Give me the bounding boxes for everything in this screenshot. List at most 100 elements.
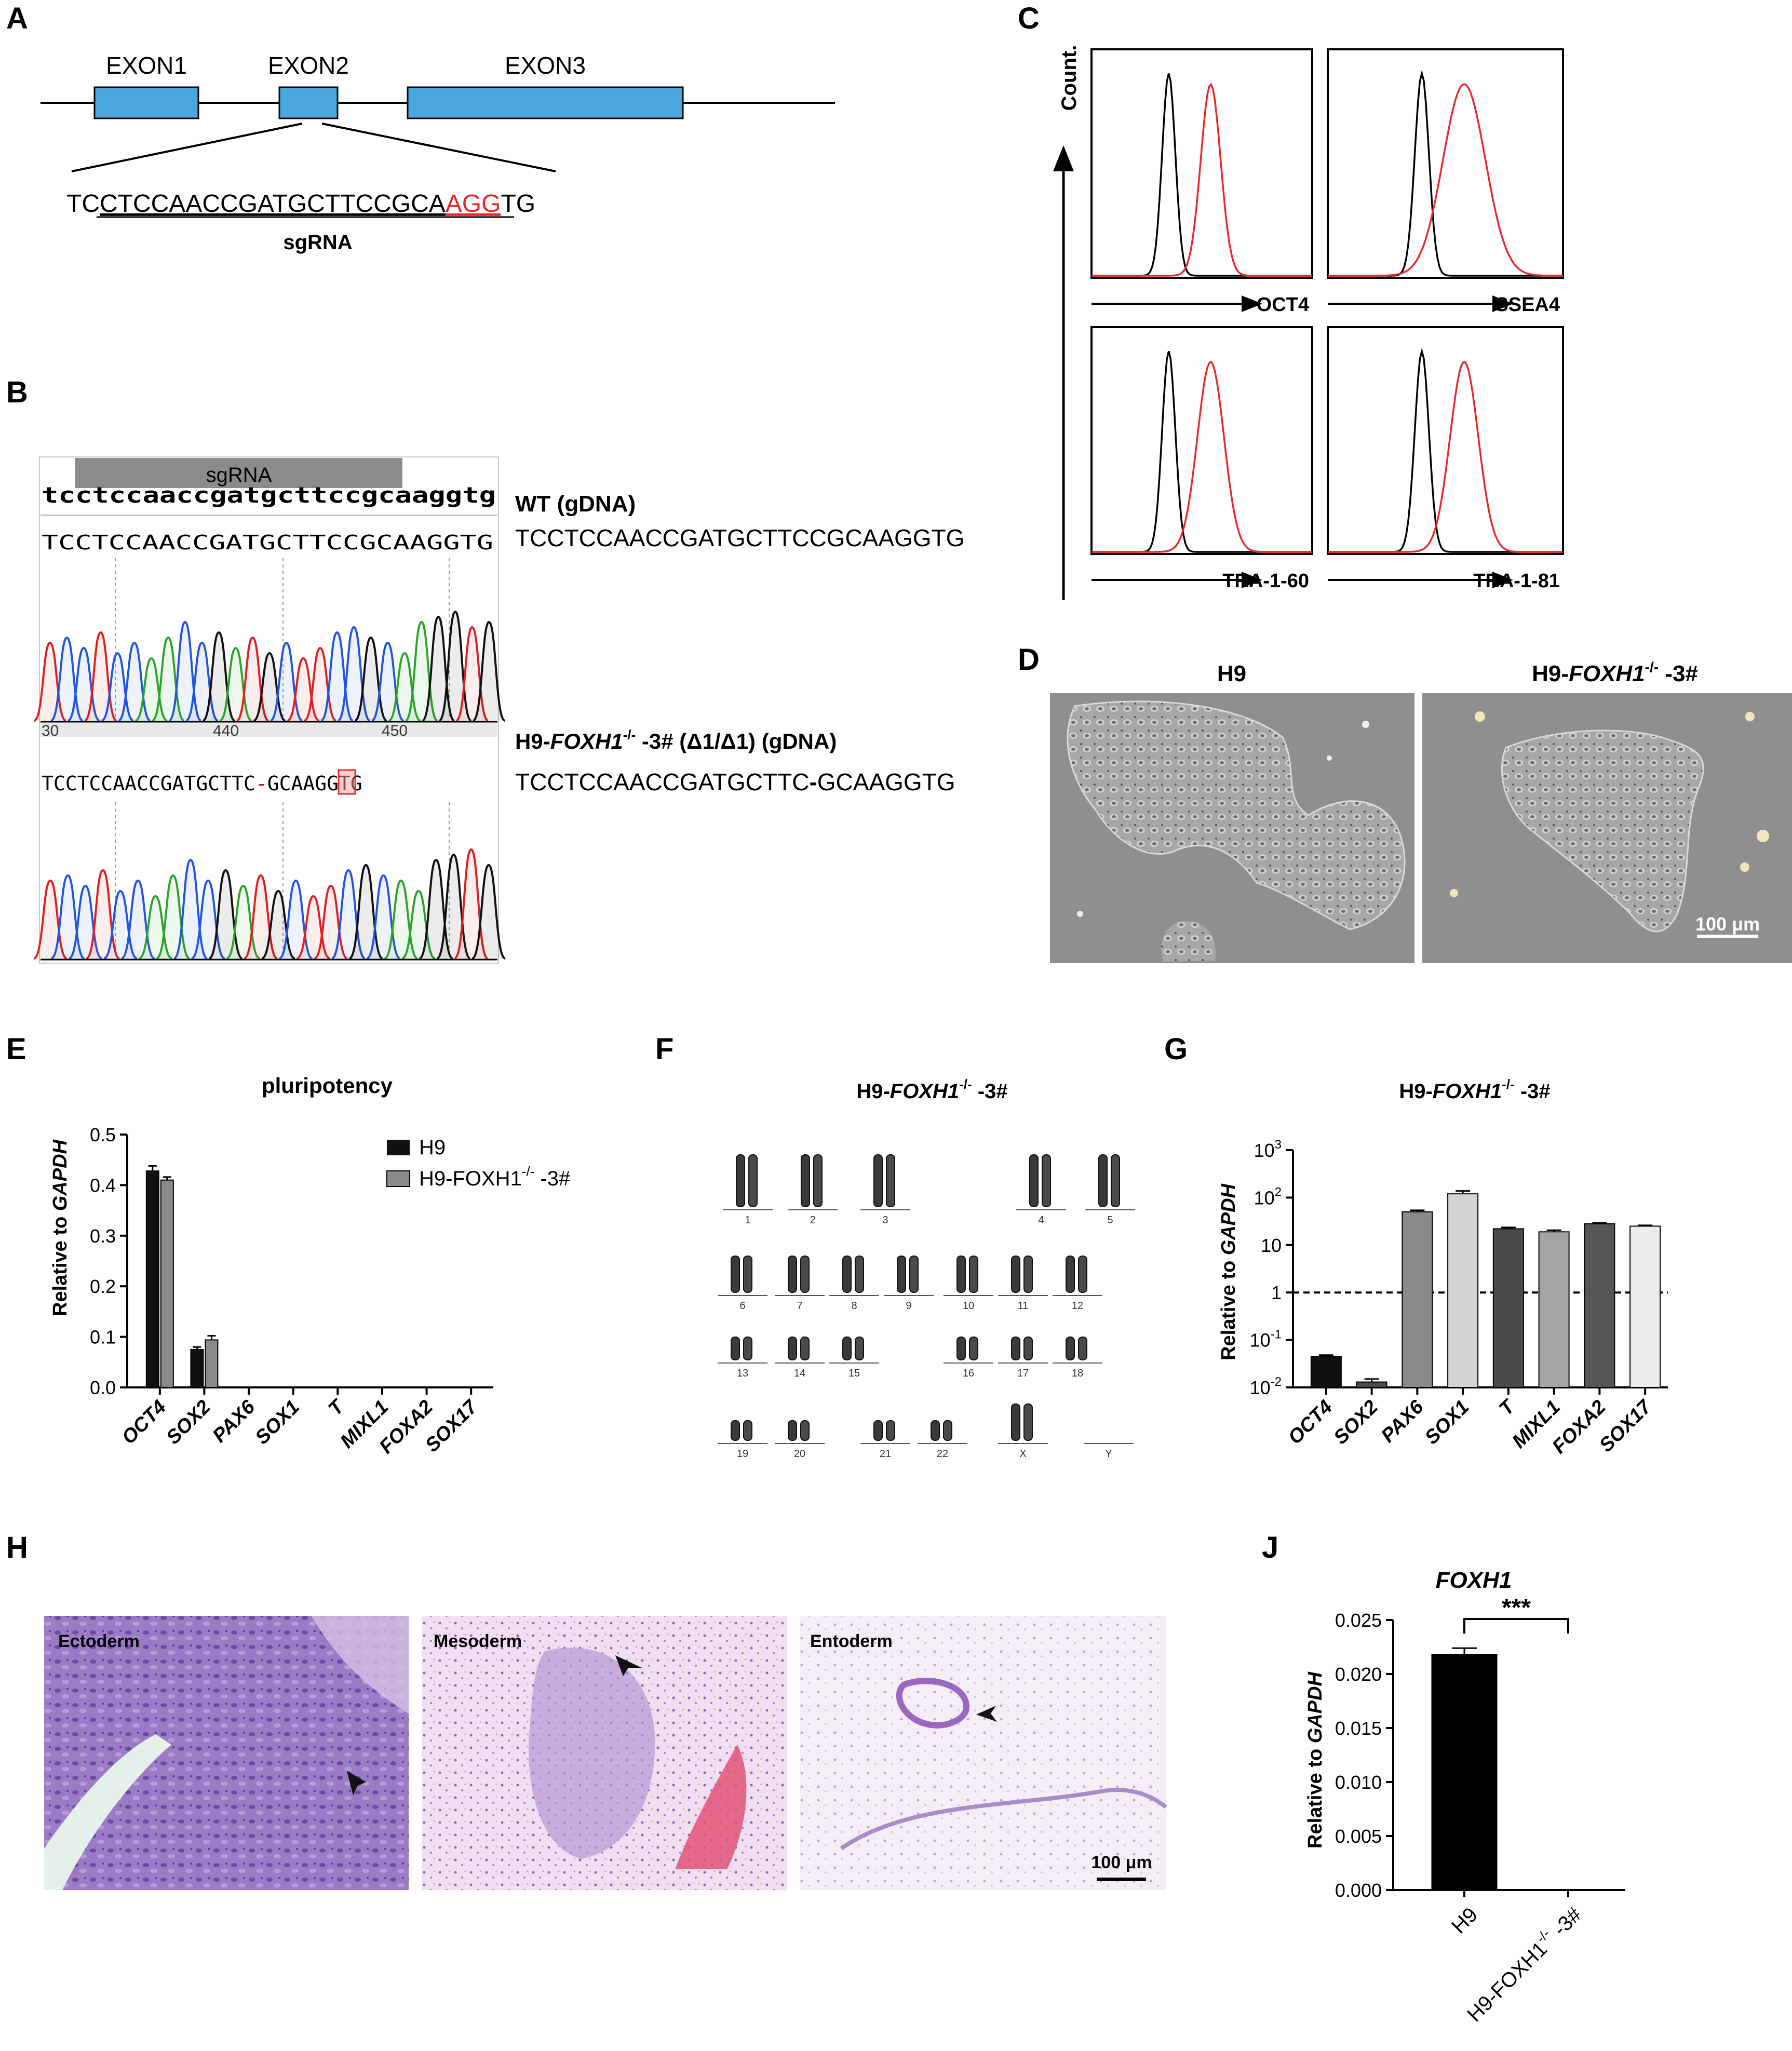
chromosome-6-a xyxy=(731,1256,740,1293)
chart-g-ytick-base-5: 10 xyxy=(1250,1377,1271,1398)
flow-marker-label-2: TRA-1-60 xyxy=(1222,570,1309,592)
entoderm-epithelium xyxy=(840,1788,1167,1851)
chromosome-6-b xyxy=(743,1256,752,1293)
panel-label-d: D xyxy=(1018,643,1040,677)
chart-j-xtick-label-1-pre: H9-FOXH1 xyxy=(1463,1937,1552,2026)
chromosome-15-a xyxy=(842,1337,852,1360)
chart-g-bar-0 xyxy=(1310,1356,1342,1388)
mut-seq-post: GCAAGGTG xyxy=(817,768,955,795)
chart-g-ytick-base-2: 10 xyxy=(1261,1235,1282,1256)
mut-chromatogram-trace xyxy=(33,848,506,960)
chart-e-xtick-label-4: T xyxy=(325,1395,349,1420)
karyo-label-7: 7 xyxy=(797,1300,802,1312)
chart-j-bar-0 xyxy=(1431,1654,1498,1891)
chromosome-7-a xyxy=(788,1256,797,1293)
chart-j-significance-label: *** xyxy=(1502,1594,1531,1622)
panel-j-chart: FOXH1 Relative to GAPDH 0.0000.0050.0100… xyxy=(1304,1568,1625,2026)
chart-e-xtick-label-2: PAX6 xyxy=(209,1396,260,1447)
h9-debris-2 xyxy=(1327,755,1332,761)
chromosome-2-a xyxy=(801,1154,810,1207)
morph-ko-post: -3# xyxy=(1659,661,1698,686)
chart-g-bar-1 xyxy=(1356,1381,1387,1388)
chart-j-ytick-label-3: 0.015 xyxy=(1335,1718,1382,1739)
panel-label-g: G xyxy=(1164,1032,1188,1066)
deletion-highlight-fill xyxy=(340,771,354,793)
panel-a-gene-diagram: EXON1 EXON2 EXON3 TCCTCCAACCGATGCTTCCGCA… xyxy=(41,52,835,254)
mut-label-post: -3# (Δ1/Δ1) (gDNA) xyxy=(636,729,837,753)
chart-g-ylabel-pre: Relative to xyxy=(1218,1255,1239,1360)
mut-basecalls-gap: - xyxy=(255,772,267,795)
chart-e-legend-label-0: H9 xyxy=(419,1136,446,1159)
exon1-label: EXON1 xyxy=(106,52,187,79)
chart-g-ytick-base-1: 10 xyxy=(1254,1187,1275,1208)
chromosome-14-a xyxy=(788,1337,797,1360)
karyo-label-20: 20 xyxy=(794,1448,805,1460)
chromosome-5-b xyxy=(1111,1154,1120,1207)
chromosome-9-a xyxy=(897,1256,906,1293)
chart-e-bar-0-1 xyxy=(160,1179,174,1388)
chart-j-ylabel-pre: Relative to xyxy=(1304,1743,1326,1848)
h9-debris-3 xyxy=(1077,911,1083,917)
karyo-label-1: 1 xyxy=(745,1215,750,1226)
count-axis-label: Count. xyxy=(1058,45,1081,111)
chart-e-ylabel-gene: GAPDH xyxy=(49,1139,71,1211)
mut-peak-21 xyxy=(401,889,436,960)
position-450: 450 xyxy=(382,722,408,739)
entoderm-label: Entoderm xyxy=(810,1631,893,1651)
ko-debris-4 xyxy=(1450,889,1458,897)
ectoderm-label: Ectoderm xyxy=(58,1631,140,1651)
sgrna-bar-label: sgRNA xyxy=(206,464,272,487)
chromosome-10-b xyxy=(969,1256,978,1293)
h9-colony-fragment xyxy=(1161,921,1216,962)
seq-pam: AGG xyxy=(446,190,501,218)
flow-box-0 xyxy=(1090,48,1313,279)
karyotype-title: H9-FOXH1-/- -3# xyxy=(856,1076,1007,1103)
mut-label-gene: FOXH1 xyxy=(550,729,623,753)
chart-e-bar-1-0 xyxy=(190,1348,204,1388)
chromosome-3-b xyxy=(886,1154,895,1207)
karyo-label-3: 3 xyxy=(882,1215,888,1226)
chart-g-title-gene: FOXH1 xyxy=(1433,1080,1502,1103)
chart-g-title-pre: H9- xyxy=(1399,1080,1432,1103)
chart-g-bar-3 xyxy=(1447,1193,1479,1388)
karyo-label-5: 5 xyxy=(1107,1215,1113,1226)
teratoma-scale-label: 100 μm xyxy=(1091,1853,1152,1872)
flow-marker-label-1: SSEA4 xyxy=(1495,294,1560,316)
chromosome-21-a xyxy=(873,1420,883,1441)
flow-sample-curve-2 xyxy=(1092,360,1312,553)
chromosome-19-b xyxy=(743,1420,752,1441)
chromosome-12-b xyxy=(1078,1256,1087,1293)
flow-marker-label-0: OCT4 xyxy=(1257,294,1309,316)
chart-g-ytick-exp-5: -2 xyxy=(1271,1375,1282,1389)
karyo-label-16: 16 xyxy=(963,1368,974,1379)
micrograph-ko xyxy=(1422,693,1792,963)
chromosome-17-b xyxy=(1023,1337,1033,1360)
exon1-box xyxy=(93,86,199,119)
ko-debris-2 xyxy=(1745,712,1755,721)
chart-g-ytick-base-4: 10 xyxy=(1250,1330,1271,1351)
sgrna-label: sgRNA xyxy=(283,231,352,254)
chromosome-17-a xyxy=(1011,1337,1020,1360)
chart-g-ytick-base-3: 1 xyxy=(1271,1282,1282,1303)
ectoderm-stroma xyxy=(312,1616,409,1713)
exon2-box xyxy=(278,86,339,119)
panel-label-f: F xyxy=(655,1032,673,1066)
chart-g-title: H9-FOXH1-/- -3# xyxy=(1399,1076,1550,1103)
flow-box-1 xyxy=(1327,48,1564,279)
chromosome-20-b xyxy=(800,1420,810,1441)
wt-peak-26 xyxy=(472,620,506,722)
morph-ko-sup: -/- xyxy=(1645,659,1659,675)
mut-label: H9-FOXH1-/- -3# (Δ1/Δ1) (gDNA) xyxy=(515,727,837,753)
mut-peak-25 xyxy=(471,863,506,960)
wt-basecalls: TCCTCCAACCGATGCTTCCGCAAGGTG xyxy=(42,531,493,554)
entoderm-image xyxy=(800,1616,1166,1890)
chart-g-ylabel: Relative to GAPDH xyxy=(1218,1183,1239,1360)
exon3-box xyxy=(407,86,684,119)
seq-prefix: TC xyxy=(66,190,100,218)
panel-b-sanger: sgRNA tcctccaaccgatgcttccgcaaggtg TCCTCC… xyxy=(33,456,964,964)
flow-sample-curve-3 xyxy=(1328,361,1563,553)
